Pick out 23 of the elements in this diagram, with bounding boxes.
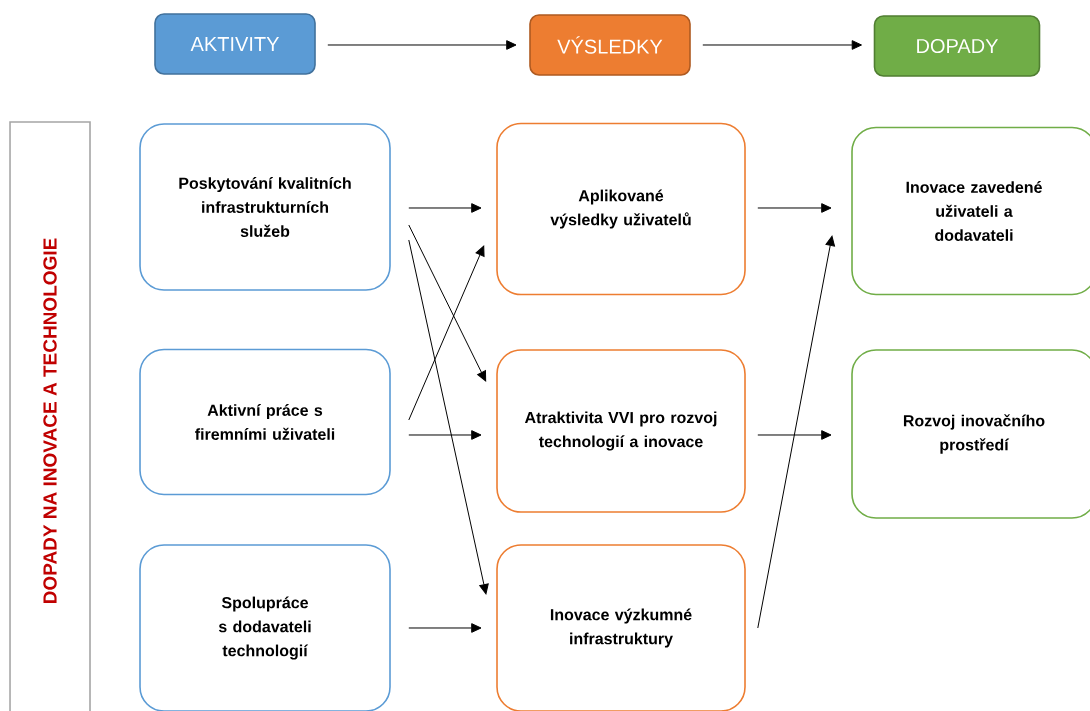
arrow — [327, 40, 517, 50]
arrow — [408, 239, 489, 595]
activity-box: Poskytování kvalitních infrastrukturních služeb — [139, 123, 391, 291]
side-band: DOPADY NA INOVACE A TECHNOLOGIE — [9, 121, 91, 711]
activity-box: Spolupráce s dodavateli technologií — [139, 544, 391, 711]
impact-box: Inovace zavedené uživateli a dodavateli — [851, 126, 1090, 296]
header-box: DOPADY — [873, 15, 1041, 77]
arrow — [408, 245, 485, 421]
arrow — [702, 40, 862, 50]
result-box: Inovace výzkumné infrastruktury — [496, 544, 746, 711]
arrow — [757, 203, 832, 213]
result-box: Aplikované výsledky uživatelů — [496, 122, 746, 296]
arrow — [757, 235, 835, 629]
activity-box: Aktivní práce s firemními uživateli — [139, 348, 391, 496]
arrow — [757, 430, 832, 440]
impact-box: Rozvoj inovačního prostředí — [851, 349, 1090, 519]
arrow — [408, 203, 482, 213]
header-box: VÝSLEDKY — [529, 14, 691, 76]
arrow — [408, 623, 482, 633]
header-box: AKTIVITY — [154, 13, 316, 75]
result-box: Atraktivita VVI pro rozvoj technologií a inovace — [496, 349, 746, 513]
arrow — [408, 430, 482, 440]
arrow — [408, 224, 487, 382]
